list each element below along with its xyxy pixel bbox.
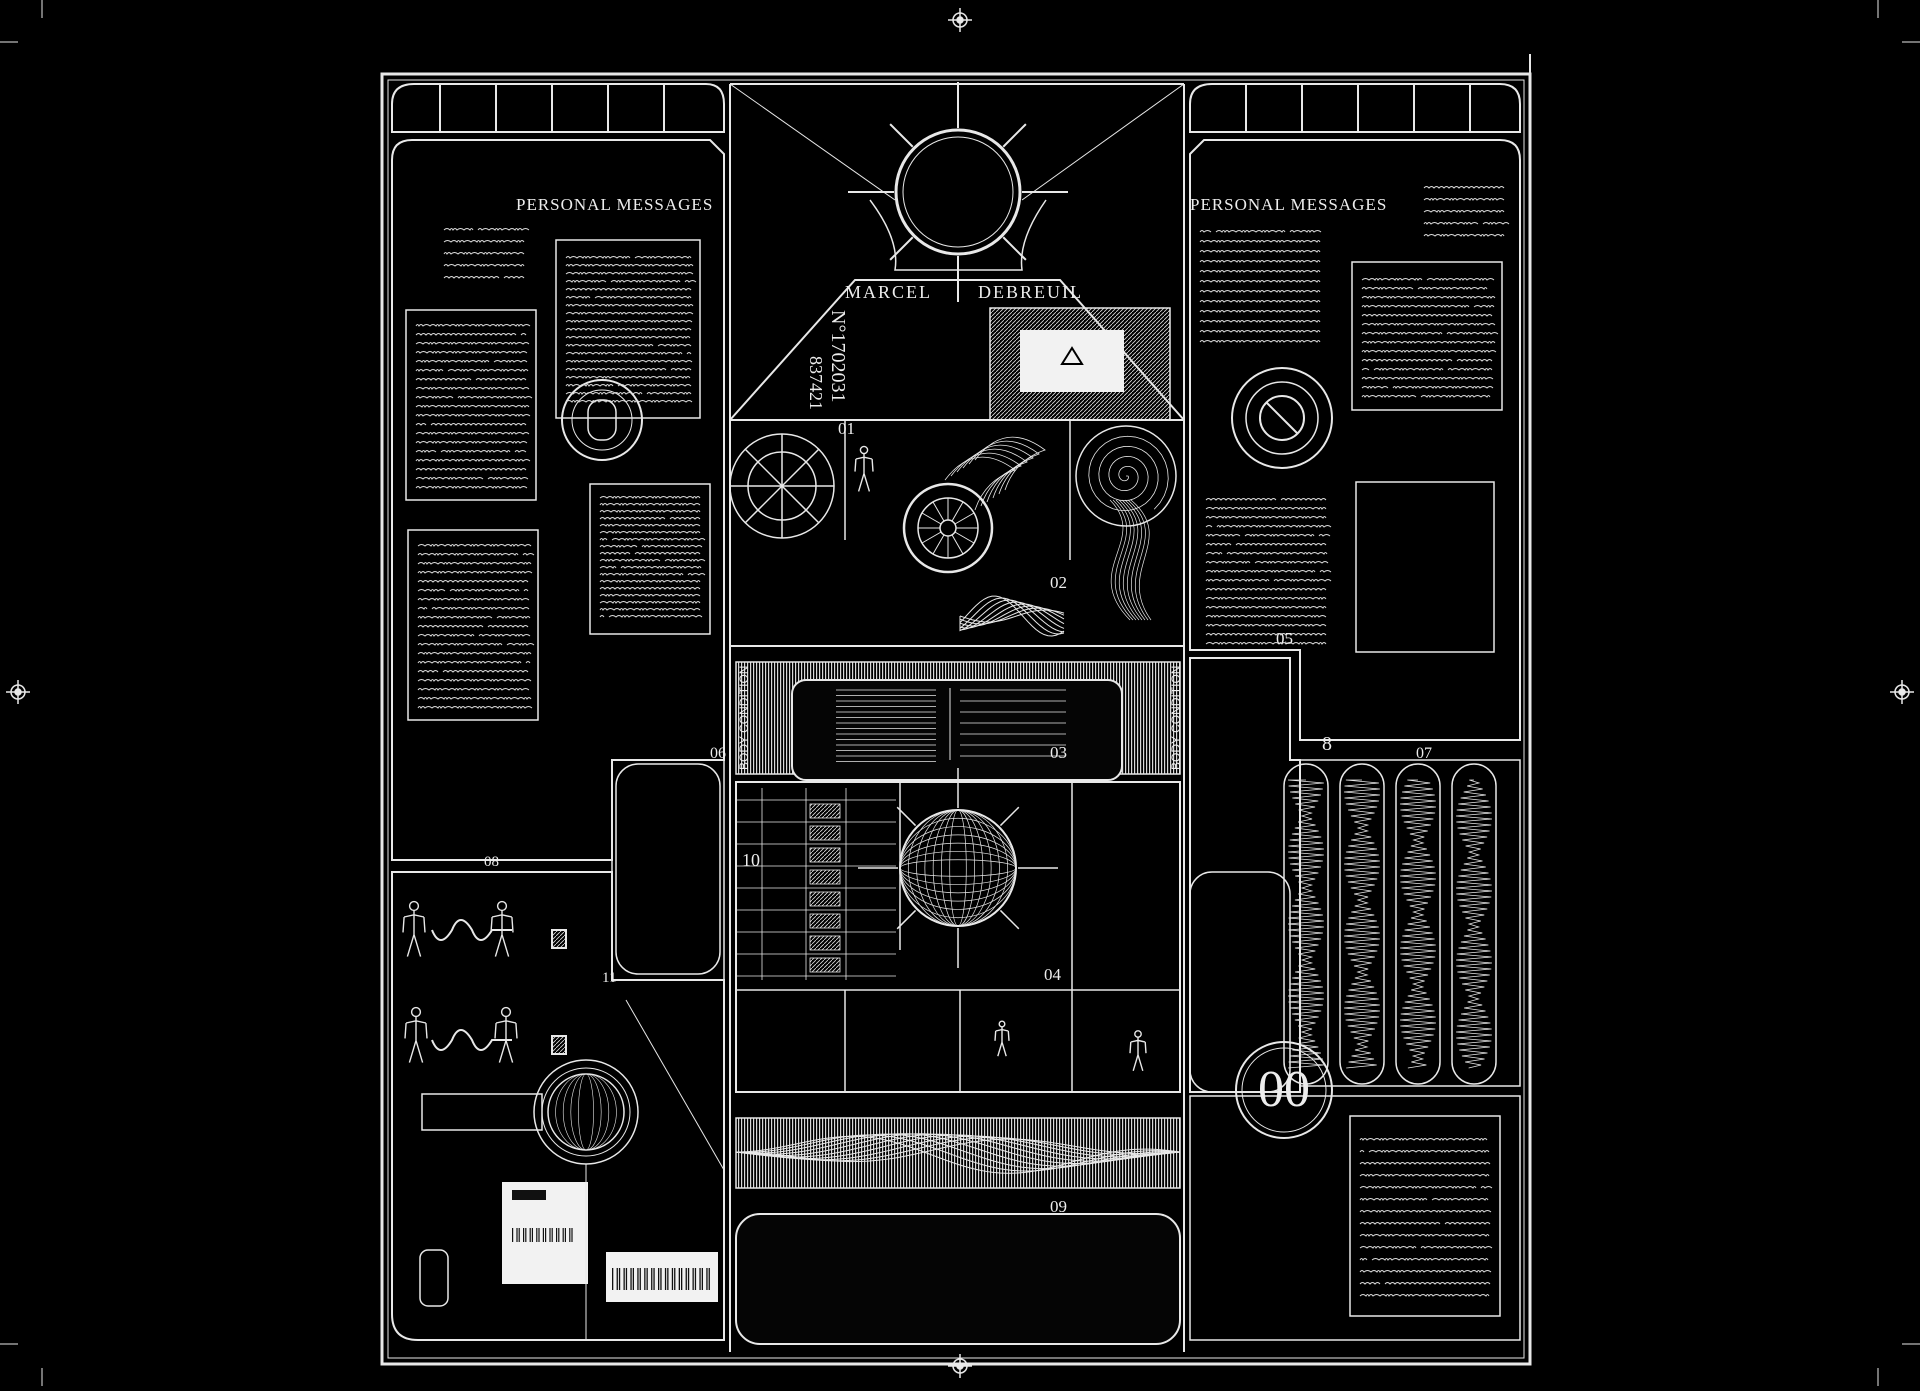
body-condition-right: BODY CONDITION	[1169, 666, 1183, 770]
body-condition-table	[836, 689, 1066, 762]
label-10: 10	[742, 850, 760, 870]
name-first: MARCEL	[845, 282, 932, 302]
warning-icon	[1060, 346, 1084, 365]
body-condition-left: BODY CONDITION	[737, 666, 751, 770]
waveform-capsules	[1283, 763, 1497, 1085]
label-03: 03	[1050, 743, 1067, 762]
section-title-left: PERSONAL MESSAGES	[516, 195, 713, 214]
id-number: N°1702031	[827, 310, 849, 402]
section-title-right: PERSONAL MESSAGES	[1190, 195, 1387, 214]
diagram-labels: PERSONAL MESSAGES PERSONAL MESSAGES MARC…	[484, 195, 1432, 1216]
body-condition-band	[735, 661, 1181, 781]
body-machine-diagrams	[729, 433, 835, 539]
left-lower-panel	[391, 759, 725, 1341]
left-messages-panel	[391, 139, 725, 861]
sun-icon	[848, 82, 1068, 302]
label-00: 00	[1258, 1061, 1310, 1118]
wheel-icon	[902, 436, 1046, 574]
top-tab-strip-left	[391, 83, 725, 133]
serial-number: 837421	[806, 356, 826, 410]
globe-icon	[547, 768, 1058, 1151]
outer-frame	[380, 54, 1532, 1366]
label-01: 01	[838, 419, 855, 438]
name-last: DEBREUIL	[978, 282, 1083, 302]
right-lower-panel	[1189, 657, 1521, 1341]
label-08: 08	[484, 854, 499, 870]
label-07: 07	[1416, 745, 1432, 762]
human-figure-icon	[402, 445, 1147, 1072]
label-05: 05	[1276, 629, 1293, 648]
barcode-icon	[512, 1190, 710, 1290]
top-tab-strip-right	[1189, 83, 1521, 133]
label-06: 06	[710, 745, 726, 762]
spiral-icon	[1075, 425, 1177, 621]
handwritten-letters	[415, 186, 1510, 1297]
transfer-pipes	[419, 919, 567, 1307]
waveform-lines	[735, 595, 1181, 1174]
label-04: 04	[1044, 965, 1062, 984]
label-02: 02	[1050, 573, 1067, 592]
inventory-table	[736, 788, 896, 980]
label-8: 8	[1322, 733, 1332, 755]
label-11: 11	[602, 970, 616, 986]
right-messages-panel	[1189, 139, 1521, 741]
label-09: 09	[1050, 1197, 1067, 1216]
